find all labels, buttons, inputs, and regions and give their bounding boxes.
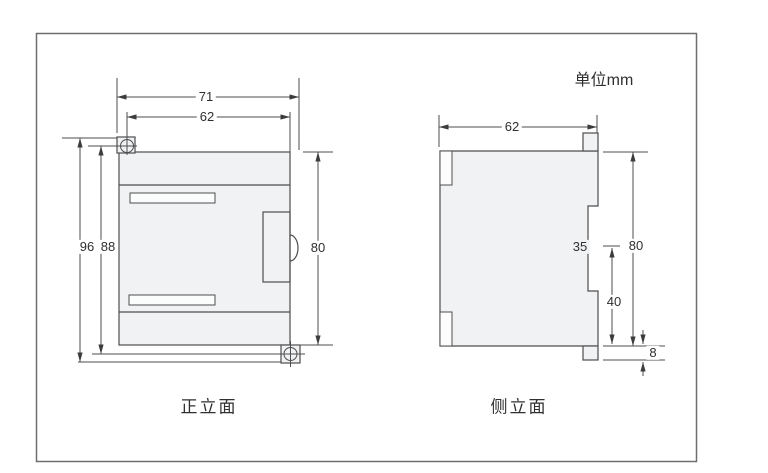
front-dim-88-label: 88	[97, 239, 119, 255]
side-body-profile	[439, 150, 599, 347]
front-dim-71-label: 71	[195, 89, 217, 105]
side-view-body	[439, 132, 599, 361]
side-tab-top	[582, 132, 599, 152]
side-notch-top-left	[439, 150, 453, 186]
side-dim-80-label: 80	[625, 238, 647, 254]
front-view-caption: 正立面	[180, 397, 238, 417]
front-slot-upper	[129, 192, 216, 204]
side-dim-8-label: 8	[646, 345, 660, 361]
front-dim-62-label: 62	[196, 109, 218, 125]
side-dim-62-label: 62	[501, 119, 523, 135]
front-thumb-bump-arc	[289, 234, 299, 262]
front-slot-lower	[128, 294, 216, 306]
side-dim-40-label: 40	[603, 294, 625, 310]
side-tab-bottom	[582, 345, 599, 361]
unit-label: 单位mm	[574, 72, 634, 89]
front-dim-96-label: 96	[76, 239, 98, 255]
front-dim-80-label: 80	[307, 240, 329, 256]
side-dim-35-label: 35	[569, 239, 591, 255]
front-view-body	[88, 112, 305, 367]
front-body	[118, 151, 291, 346]
side-view-caption: 侧立面	[490, 397, 548, 417]
side-notch-bottom-left	[439, 311, 453, 347]
front-connector	[262, 211, 291, 283]
